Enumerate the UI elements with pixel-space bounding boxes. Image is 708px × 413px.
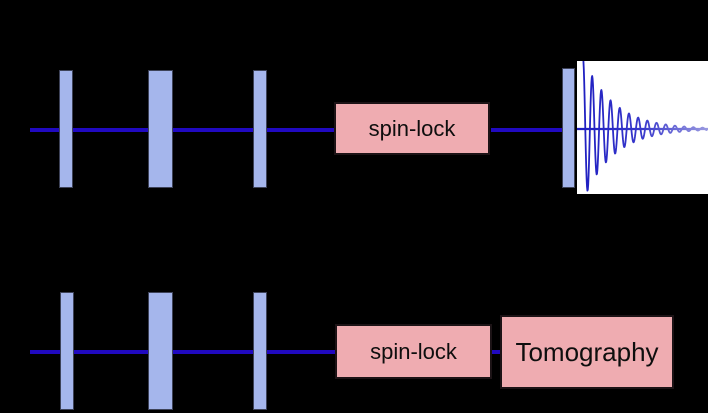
fid-signal-panel: [577, 61, 708, 194]
spin-lock-block-top: spin-lock: [334, 102, 490, 155]
fid-waveform: [582, 61, 708, 192]
rf-pulse-bottom-2-wide: [148, 292, 173, 410]
timeline-connector-bottom: [492, 350, 500, 354]
rf-pulse-top-1: [59, 70, 73, 188]
timeline-segment-top-right: [491, 128, 562, 132]
spin-lock-label-bottom: spin-lock: [370, 338, 457, 364]
spin-lock-block-bottom: spin-lock: [335, 324, 492, 379]
rf-pulse-top-2-wide: [148, 70, 173, 188]
rf-pulse-top-4: [562, 68, 575, 188]
timeline-segment-bottom-left: [30, 350, 335, 354]
rf-pulse-top-3: [253, 70, 267, 188]
rf-pulse-bottom-1: [60, 292, 74, 410]
tomography-block: Tomography: [500, 315, 674, 389]
spin-lock-label-top: spin-lock: [368, 115, 456, 141]
rf-pulse-bottom-3: [253, 292, 267, 410]
tomography-label: Tomography: [515, 336, 659, 367]
timeline-segment-top-left: [30, 128, 335, 132]
fid-waveform-svg: [577, 61, 708, 192]
